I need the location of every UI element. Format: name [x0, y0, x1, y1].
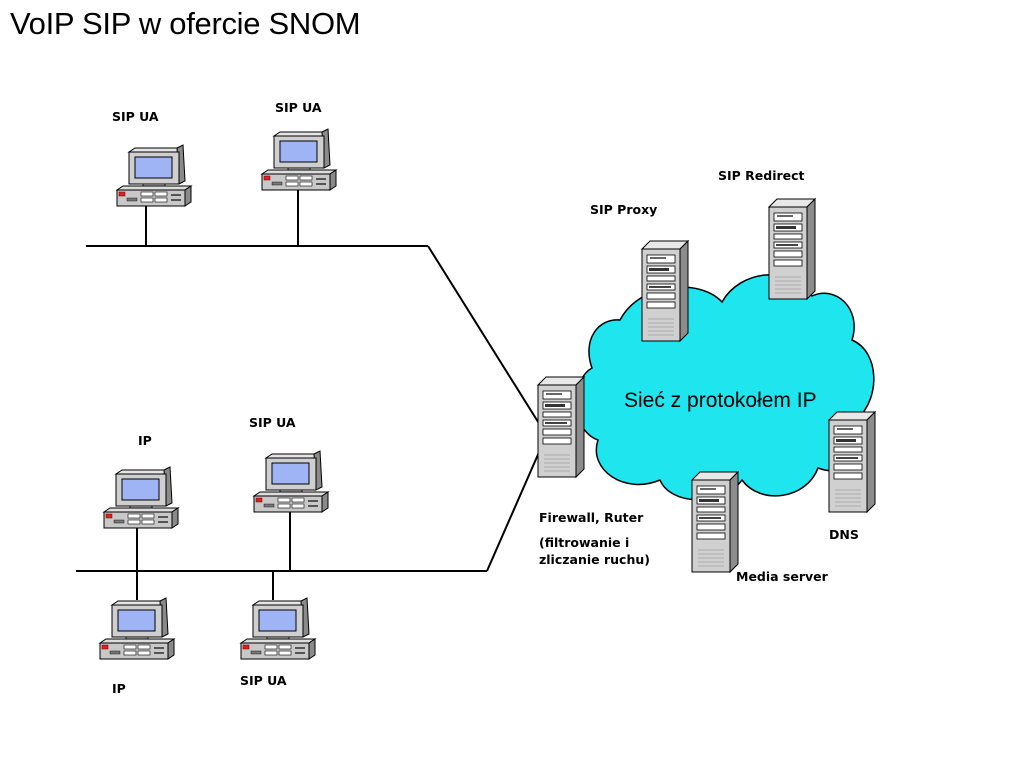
- dns-label: DNS: [829, 527, 859, 542]
- ip-network-label: Sieć z protokołem IP: [624, 389, 817, 412]
- uplink-top: [427, 245, 541, 426]
- pc-bottom-right-label: SIP UA: [240, 673, 287, 688]
- pc-bottom-left-icon: [99, 597, 175, 660]
- pc-top-right-icon: [261, 128, 337, 191]
- pc-mid-left-icon: [103, 466, 179, 529]
- media-server-icon: [691, 471, 739, 573]
- pc-bottom-left-label: IP: [112, 681, 126, 696]
- firewall-router-icon: [537, 376, 585, 478]
- sip-redirect-server-icon: [768, 198, 816, 300]
- pc-mid-right-icon: [253, 450, 329, 513]
- pc-top-right-label: SIP UA: [275, 100, 322, 115]
- media-server-label: Media server: [736, 569, 828, 584]
- slide-title: VoIP SIP w ofercie SNOM: [10, 6, 361, 41]
- pc-bottom-right-icon: [240, 597, 316, 660]
- pc-mid-right-label: SIP UA: [249, 415, 296, 430]
- uplink-bottom: [486, 449, 541, 572]
- sip-redirect-label: SIP Redirect: [718, 168, 805, 183]
- firewall-label-line3: zliczanie ruchu): [539, 552, 650, 567]
- pc-mid-left-label: IP: [138, 433, 152, 448]
- sip-proxy-server-icon: [641, 240, 689, 342]
- firewall-label-line2: (filtrowanie i: [539, 535, 630, 550]
- dns-server-icon: [828, 411, 876, 513]
- firewall-label-line1: Firewall, Ruter: [539, 510, 644, 525]
- pc-top-left-icon: [116, 144, 192, 207]
- pc-top-left-label: SIP UA: [112, 109, 159, 124]
- sip-proxy-label: SIP Proxy: [590, 202, 658, 217]
